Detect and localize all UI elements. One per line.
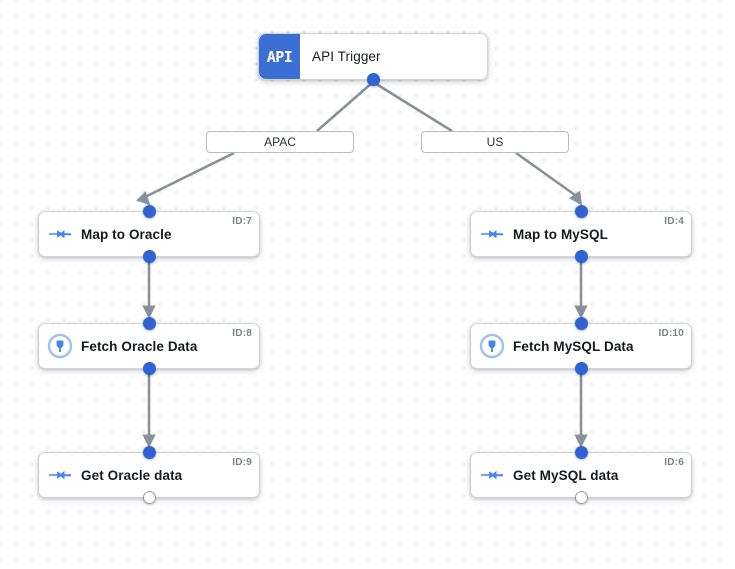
node-title: Get Oracle data: [81, 467, 183, 483]
node-id-label: ID:6: [664, 457, 684, 468]
node-map-to-oracle[interactable]: Map to Oracle ID:7: [38, 205, 260, 263]
output-port[interactable]: [142, 362, 156, 375]
arrows-merge-icon: [39, 225, 81, 243]
input-port[interactable]: [574, 446, 588, 459]
node-title: Map to Oracle: [81, 226, 172, 242]
input-port[interactable]: [142, 446, 156, 459]
arrows-merge-icon: [471, 225, 513, 243]
edge-apac-to-map-oracle: [135, 151, 235, 206]
edge-label-apac[interactable]: APAC: [206, 131, 354, 153]
edge-label-text: APAC: [264, 135, 296, 149]
node-title: Fetch Oracle Data: [81, 338, 198, 354]
edge-trigger-to-apac: [316, 81, 374, 132]
output-port[interactable]: [574, 491, 588, 504]
input-port[interactable]: [142, 317, 156, 330]
edge-us-to-map-mysql: [515, 151, 583, 206]
edge-label-us[interactable]: US: [421, 131, 569, 153]
output-port[interactable]: [574, 362, 588, 375]
output-port[interactable]: [142, 250, 156, 263]
edge-label-text: US: [486, 135, 504, 149]
edge-trigger-to-us: [372, 80, 453, 133]
arrows-merge-icon: [39, 466, 81, 484]
node-id-label: ID:7: [232, 216, 252, 227]
node-api-trigger[interactable]: API API Trigger: [258, 33, 488, 86]
api-badge-text: API: [266, 47, 293, 66]
node-title: Get MySQL data: [513, 467, 619, 483]
input-port[interactable]: [142, 205, 156, 218]
input-port[interactable]: [574, 205, 588, 218]
output-port[interactable]: [142, 491, 156, 504]
api-badge-icon: API: [259, 34, 300, 79]
node-title: Map to MySQL: [513, 226, 608, 242]
input-port[interactable]: [574, 317, 588, 330]
node-title: API Trigger: [312, 49, 381, 64]
node-fetch-mysql-data[interactable]: Fetch MySQL Data ID:10: [470, 317, 692, 375]
node-get-oracle-data[interactable]: Get Oracle data ID:9: [38, 446, 260, 504]
node-id-label: ID:8: [232, 328, 252, 339]
plug-circle-icon: [471, 333, 513, 359]
node-id-label: ID:10: [658, 328, 684, 339]
node-id-label: ID:4: [664, 216, 684, 227]
output-port[interactable]: [366, 73, 380, 86]
node-fetch-oracle-data[interactable]: Fetch Oracle Data ID:8: [38, 317, 260, 375]
node-title: Fetch MySQL Data: [513, 338, 634, 354]
arrows-merge-icon: [471, 466, 513, 484]
plug-circle-icon: [39, 333, 81, 359]
node-map-to-mysql[interactable]: Map to MySQL ID:4: [470, 205, 692, 263]
node-get-mysql-data[interactable]: Get MySQL data ID:6: [470, 446, 692, 504]
output-port[interactable]: [574, 250, 588, 263]
node-id-label: ID:9: [232, 457, 252, 468]
